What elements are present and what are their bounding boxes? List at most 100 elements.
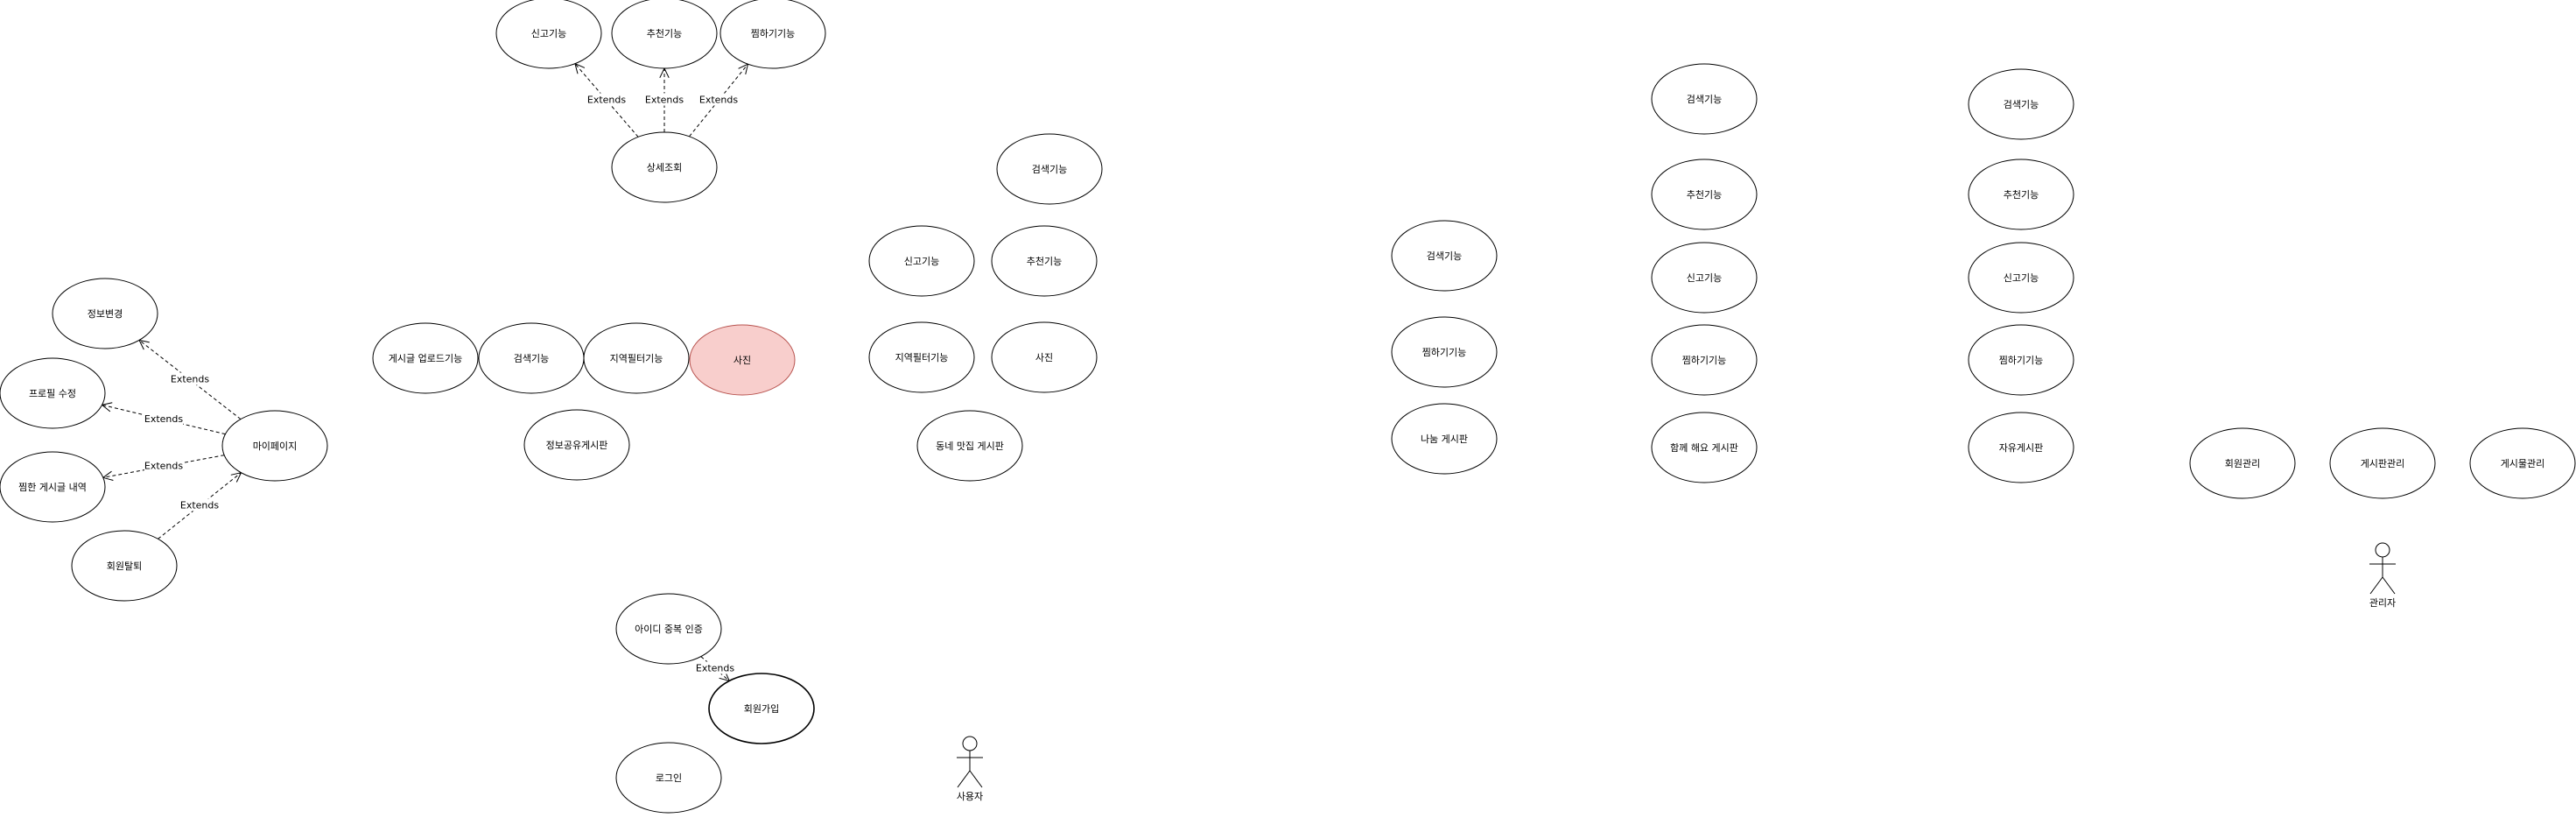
actor-admin[interactable]: 관리자 (2369, 542, 2396, 609)
uc-edit-profile[interactable]: 프로필 수정 (0, 357, 106, 429)
uc-info-board-shape (523, 409, 630, 481)
uc-report-top-shape (495, 0, 602, 69)
uc-recommend-top-shape (611, 0, 718, 69)
uc-edit-info[interactable]: 정보변경 (52, 278, 158, 349)
uc-member-mgmt-label: 회원관리 (2225, 458, 2260, 469)
uc-search-free-label: 검색기능 (2004, 99, 2039, 110)
extends-relation[interactable]: Extends (574, 62, 639, 138)
uc-post-mgmt-label: 게시물관리 (2501, 458, 2545, 469)
uc-signup-label: 회원가입 (744, 703, 779, 715)
uc-recommend-mid-shape (991, 225, 1098, 297)
uc-edit-info-label: 정보변경 (88, 308, 123, 320)
uc-photo-b-label: 사진 (1035, 352, 1053, 363)
uc-region-filter-b[interactable]: 지역필터기능 (868, 321, 975, 393)
uc-free-board[interactable]: 자유게시판 (1968, 412, 2074, 483)
uc-report-top-label: 신고기능 (531, 28, 566, 39)
uc-dislike-together[interactable]: 찜하기기능 (1651, 324, 1758, 396)
uc-liked-posts[interactable]: 찜한 게시글 내역 (0, 451, 106, 523)
extends-arrowhead (102, 470, 114, 481)
uc-post-mgmt[interactable]: 게시물관리 (2469, 427, 2576, 499)
uc-recommend-free-label: 추천기능 (2004, 188, 2039, 201)
extends-label-bg (171, 372, 209, 385)
uc-recommend-mid-label: 추천기능 (1027, 255, 1062, 267)
extends-relation[interactable]: Extends (101, 402, 226, 435)
uc-report-mid[interactable]: 신고기능 (868, 225, 975, 297)
uc-region-filter-a[interactable]: 지역필터기능 (583, 322, 690, 394)
uc-together-board[interactable]: 함께 해요 게시판 (1651, 412, 1758, 483)
uc-search-right-a[interactable]: 검색기능 (996, 133, 1103, 205)
extends-relation[interactable]: Extends (696, 656, 734, 682)
extends-label-bg (144, 459, 183, 472)
uc-dislike-free-shape (1968, 324, 2074, 396)
extends-relation[interactable]: Extends (138, 339, 242, 420)
uc-dislike-top[interactable]: 찜하기기능 (719, 0, 826, 69)
uc-withdraw-shape (71, 530, 178, 602)
uc-restaurant-board-shape (916, 410, 1023, 482)
uc-edit-profile-shape (0, 357, 106, 429)
uc-report-free[interactable]: 신고기능 (1968, 242, 2074, 314)
uc-detail-view-label: 상세조회 (647, 162, 682, 173)
uc-dislike-share-shape (1391, 316, 1498, 388)
uc-info-board[interactable]: 정보공유게시판 (523, 409, 630, 481)
extends-arrowhead (738, 63, 749, 74)
uc-search-share[interactable]: 검색기능 (1391, 220, 1498, 292)
uc-report-top[interactable]: 신고기능 (495, 0, 602, 69)
uc-liked-posts-label: 찜한 게시글 내역 (18, 482, 87, 493)
uc-signup[interactable]: 회원가입 (708, 673, 815, 744)
uc-dislike-together-shape (1651, 324, 1758, 396)
uc-mypage[interactable]: 마이페이지 (221, 410, 328, 482)
uc-recommend-together[interactable]: 추천기능 (1651, 159, 1758, 230)
extends-label: Extends (645, 95, 684, 106)
uc-recommend-free[interactable]: 추천기능 (1968, 159, 2074, 230)
extends-label-bg (180, 498, 219, 511)
extends-relation[interactable]: Extends (645, 67, 684, 132)
uc-search-mid-label: 검색기능 (514, 353, 549, 364)
uc-restaurant-board[interactable]: 동네 맛집 게시판 (916, 410, 1023, 482)
uc-search-share-label: 검색기능 (1427, 250, 1462, 262)
uc-dislike-free[interactable]: 찜하기기능 (1968, 324, 2074, 396)
uc-photo-a[interactable]: 사진 (689, 324, 796, 396)
extends-relation[interactable]: Extends (158, 471, 242, 539)
extends-relation[interactable]: Extends (102, 455, 225, 481)
uc-share-board-label: 나눔 게시판 (1421, 434, 1468, 445)
uc-together-board-shape (1651, 412, 1758, 483)
uc-restaurant-board-label: 동네 맛집 게시판 (936, 441, 1004, 452)
uc-search-together[interactable]: 검색기능 (1651, 63, 1758, 135)
uc-board-mgmt[interactable]: 게시판관리 (2329, 427, 2436, 499)
uc-post-upload[interactable]: 게시글 업로드기능 (372, 322, 479, 394)
uc-search-mid[interactable]: 검색기능 (478, 322, 585, 394)
uc-member-mgmt[interactable]: 회원관리 (2189, 427, 2296, 499)
uc-dislike-top-shape (719, 0, 826, 69)
uc-share-board[interactable]: 나눔 게시판 (1391, 403, 1498, 475)
uc-region-filter-a-label: 지역필터기능 (610, 353, 663, 364)
uc-region-filter-a-shape (583, 322, 690, 394)
uc-id-check-shape (615, 593, 722, 665)
uc-detail-view[interactable]: 상세조회 (611, 131, 718, 203)
uc-search-together-shape (1651, 63, 1758, 135)
uc-search-free[interactable]: 검색기능 (1968, 68, 2074, 140)
uc-mypage-shape (221, 410, 328, 482)
extends-line (689, 63, 748, 138)
uc-photo-a-shape (689, 324, 796, 396)
uc-signup-shape (708, 673, 815, 744)
actor-admin-label: 관리자 (2369, 597, 2396, 609)
uc-dislike-share[interactable]: 찜하기기능 (1391, 316, 1498, 388)
uc-search-free-shape (1968, 68, 2074, 140)
actor-left-leg (2369, 576, 2383, 595)
uc-report-together-label: 신고기능 (1687, 272, 1722, 284)
extends-relation[interactable]: Extends (689, 63, 749, 138)
extends-line (158, 472, 242, 539)
extends-label-bg (587, 93, 626, 106)
uc-id-check[interactable]: 아이디 중복 인증 (615, 593, 722, 665)
uc-member-mgmt-shape (2189, 427, 2296, 499)
extends-label: Extends (144, 461, 183, 472)
uc-search-right-a-shape (996, 133, 1103, 205)
actor-user[interactable]: 사용자 (957, 736, 983, 802)
uc-login[interactable]: 로그인 (615, 742, 722, 814)
uc-recommend-mid[interactable]: 추천기능 (991, 225, 1098, 297)
uc-recommend-top[interactable]: 추천기능 (611, 0, 718, 69)
uc-share-board-shape (1391, 403, 1498, 475)
uc-photo-b[interactable]: 사진 (991, 321, 1098, 393)
uc-report-together[interactable]: 신고기능 (1651, 242, 1758, 314)
uc-withdraw[interactable]: 회원탈퇴 (71, 530, 178, 602)
